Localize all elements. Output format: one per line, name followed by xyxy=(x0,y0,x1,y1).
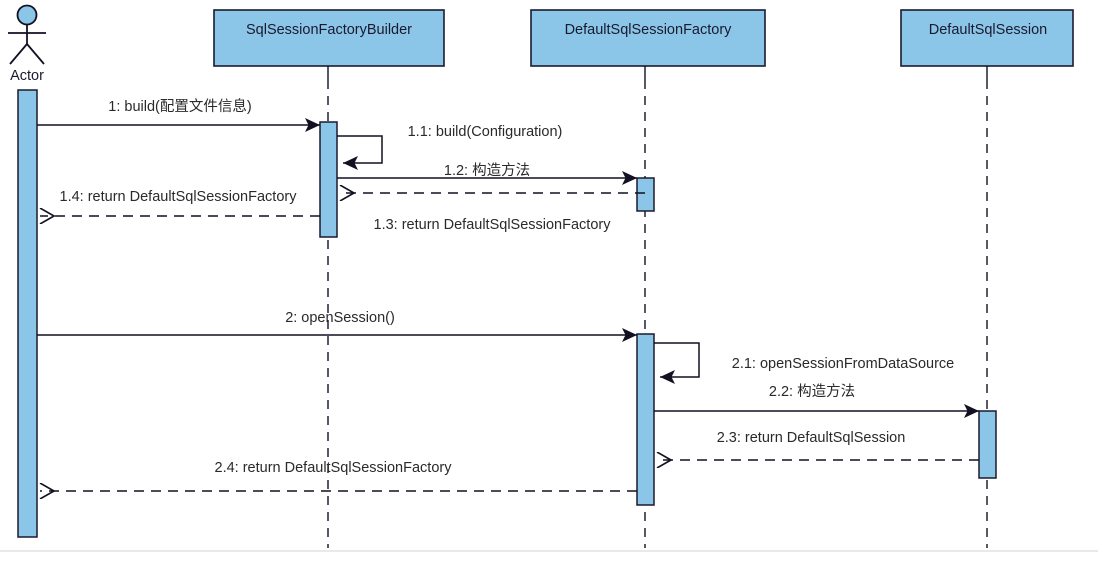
actor-activation-bar xyxy=(17,89,38,538)
message-1-2[interactable]: 1.2: 构造方法 xyxy=(337,162,637,185)
message-2-3[interactable]: 2.3: return DefaultSqlSession xyxy=(657,430,979,460)
message-2-1-label: 2.1: openSessionFromDataSource xyxy=(732,356,954,372)
actor-figure: Actor xyxy=(8,4,46,84)
activation-defaultsqlsessionfactory-2 xyxy=(636,333,655,506)
participant-defaultsqlsessionfactory[interactable]: DefaultSqlSessionFactory xyxy=(530,9,766,67)
message-1-label: 1: build(配置文件信息) xyxy=(108,98,251,115)
message-2-4[interactable]: 2.4: return DefaultSqlSessionFactory xyxy=(40,460,637,491)
message-2-2-label: 2.2: 构造方法 xyxy=(769,383,855,400)
activation-defaultsqlsession-1 xyxy=(978,410,997,479)
actor-head-icon xyxy=(16,4,38,26)
participant-sqlsessionfactorybuilder[interactable]: SqlSessionFactoryBuilder xyxy=(213,9,445,67)
actor-label: Actor xyxy=(10,68,44,84)
message-1-1[interactable]: 1.1: build(Configuration) xyxy=(337,124,563,170)
message-2-2[interactable]: 2.2: 构造方法 xyxy=(654,383,979,418)
message-1-3[interactable]: 1.3: return DefaultSqlSessionFactory xyxy=(340,193,645,233)
message-2-1[interactable]: 2.1: openSessionFromDataSource xyxy=(654,342,954,384)
activation-sqlsessionfactorybuilder-1 xyxy=(319,121,338,238)
message-1-1-self-loop xyxy=(337,135,383,170)
message-1-4-label: 1.4: return DefaultSqlSessionFactory xyxy=(60,189,298,205)
message-2-label: 2: openSession() xyxy=(285,310,395,326)
actor-leg-right-icon xyxy=(26,43,45,65)
participant-box-defaultsqlsession[interactable] xyxy=(900,9,1074,67)
participant-label-defaultsqlsessionfactory: DefaultSqlSessionFactory xyxy=(565,22,733,38)
message-2-1-self-loop xyxy=(654,342,700,384)
participant-box-sqlsessionfactorybuilder[interactable] xyxy=(213,9,445,67)
message-1-2-label: 1.2: 构造方法 xyxy=(444,162,530,179)
message-2-4-label: 2.4: return DefaultSqlSessionFactory xyxy=(215,460,453,476)
participant-box-defaultsqlsessionfactory[interactable] xyxy=(530,9,766,67)
actor-leg-left-icon xyxy=(9,43,28,65)
message-1-3-label: 1.3: return DefaultSqlSessionFactory xyxy=(374,217,612,233)
message-1-1-label: 1.1: build(Configuration) xyxy=(408,124,563,140)
activation-defaultsqlsessionfactory-1 xyxy=(636,177,655,212)
message-1-4[interactable]: 1.4: return DefaultSqlSessionFactory xyxy=(40,189,320,216)
participant-defaultsqlsession[interactable]: DefaultSqlSession xyxy=(900,9,1074,67)
participant-label-sqlsessionfactorybuilder: SqlSessionFactoryBuilder xyxy=(246,22,412,38)
message-2-3-label: 2.3: return DefaultSqlSession xyxy=(717,430,906,446)
message-1[interactable]: 1: build(配置文件信息) xyxy=(37,98,320,132)
participant-label-defaultsqlsession: DefaultSqlSession xyxy=(929,22,1048,38)
message-2[interactable]: 2: openSession() xyxy=(37,310,637,342)
